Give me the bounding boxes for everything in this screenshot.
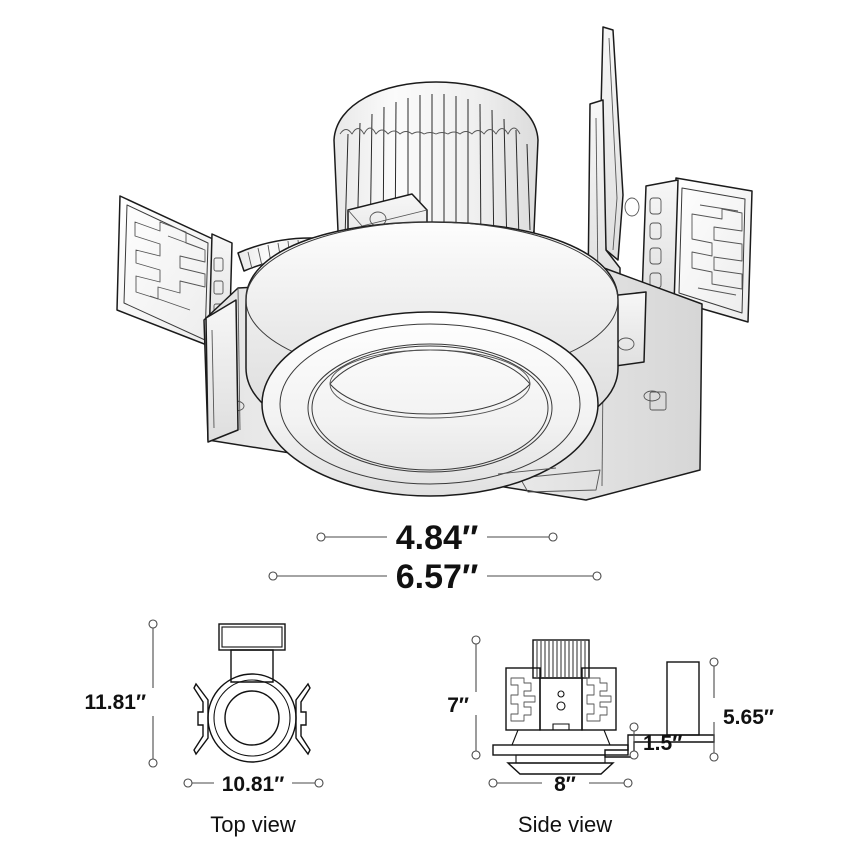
dimension-label-bar-height: 5.65″ [723,706,774,729]
side-view-illustration [492,639,715,775]
top-view-outer-ring [207,673,297,763]
side-view-bracket-right [581,667,617,731]
isometric-fixture-illustration [116,26,753,501]
main-dimension-4-84: 4.84″ [316,519,558,557]
top-view-bracket-right [295,682,311,756]
dimension-label-ceiling-offset: 1.5″ [643,732,682,755]
side-dimension-5-65: 5.65″ [709,657,774,762]
top-view-aperture [224,690,280,746]
dimension-label-side-width: 8″ [554,773,576,796]
support-leg-left [205,299,239,443]
top-view-illustration [193,623,311,763]
dimension-label-top-height: 11.81″ [85,691,146,714]
side-dimension-1-5: 1.5″ [629,722,682,760]
dimension-label-trim-outer: 6.57″ [396,558,478,596]
top-view-bracket-left [193,682,209,756]
side-view-vertical-blade [666,661,700,736]
side-view-body [539,677,583,731]
main-dimension-6-57: 6.57″ [268,558,602,596]
side-view-bracket-left [505,667,541,731]
vertical-hanger-blade [587,26,624,301]
side-view-trim [506,762,615,775]
top-dimension-10-81: 10.81″ [183,773,324,796]
dimension-label-side-height: 7″ [447,694,469,717]
trim-ring [261,311,599,497]
side-view-label: Side view [518,812,612,837]
reflector-cone [311,345,549,471]
frame-seam [497,467,557,475]
side-dimension-7: 7″ [447,635,481,760]
side-dimension-8: 8″ [488,773,633,796]
top-view-label: Top view [210,812,296,837]
top-dimension-11-81: 11.81″ [85,619,158,768]
dimension-label-aperture: 4.84″ [396,519,478,557]
top-view-junction-box [218,623,286,651]
dimension-label-top-width: 10.81″ [222,773,285,796]
mounting-bar-right [624,177,753,323]
